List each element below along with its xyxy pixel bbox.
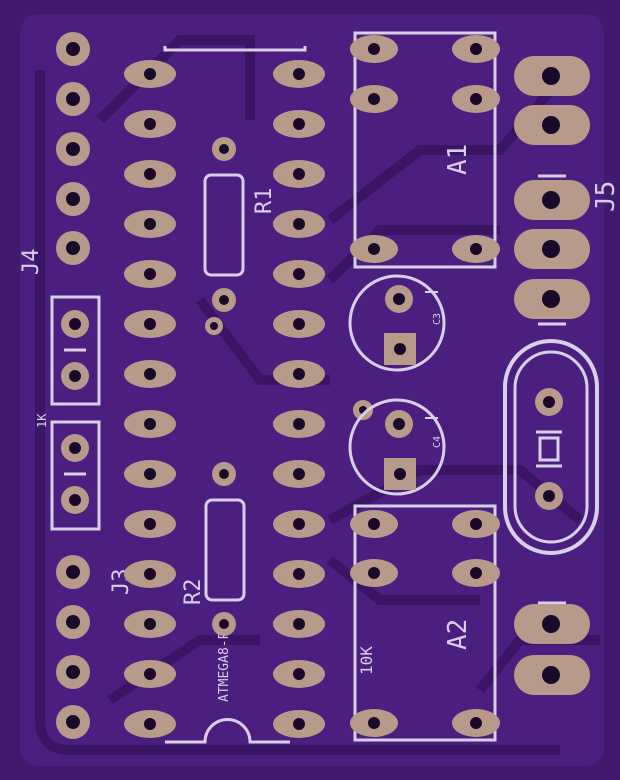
ic-pad-drill — [144, 118, 156, 130]
opamp-a2 — [350, 504, 500, 742]
ic-pad-drill — [293, 518, 305, 530]
pot-1k — [50, 295, 101, 531]
capacitor-c3 — [348, 274, 446, 372]
label-j4: J4 — [19, 249, 44, 276]
ic-pad-drill — [293, 68, 305, 80]
ic-pad-drill — [144, 268, 156, 280]
ic-pad-drill — [144, 418, 156, 430]
label-r1: R1 — [252, 188, 277, 215]
ic-pad-drill — [144, 668, 156, 680]
label-a2: A2 — [443, 619, 473, 650]
label-10k: 10K — [357, 646, 376, 675]
label-1k: 1K — [35, 413, 49, 428]
label-j5: J5 — [591, 181, 620, 212]
power-connector — [514, 601, 590, 695]
ic-pad-drill — [293, 118, 305, 130]
ic-pad-drill — [144, 468, 156, 480]
crystal — [503, 339, 599, 555]
label-c3: C3 — [432, 313, 443, 325]
ic-pad-drill — [144, 68, 156, 80]
label-a1: A1 — [443, 144, 473, 175]
capacitor-c4 — [348, 398, 446, 496]
label-ic: ATMEGA8-P — [217, 631, 232, 702]
ic-pad-drill — [293, 318, 305, 330]
label-c4: C4 — [432, 436, 443, 448]
resistor-r1 — [203, 137, 245, 335]
ic-pad-drill — [293, 568, 305, 580]
ic-pad-drill — [144, 568, 156, 580]
ic-pad-drill — [293, 468, 305, 480]
j4-header — [56, 32, 90, 265]
ic-pad-drill — [144, 318, 156, 330]
j3-header — [56, 555, 90, 739]
ic-pad-drill — [293, 268, 305, 280]
ic-pad-drill — [293, 668, 305, 680]
ic-pad-drill — [144, 618, 156, 630]
ic-pad-drill — [144, 368, 156, 380]
ic-pad-drill — [293, 618, 305, 630]
ic-pad-drill — [293, 218, 305, 230]
ic-pad-drill — [144, 218, 156, 230]
ic-pad-drill — [144, 718, 156, 730]
j5-connector — [514, 56, 590, 326]
resistor-r2 — [204, 462, 246, 636]
label-r2: R2 — [181, 579, 206, 606]
ic-pad-drill — [293, 168, 305, 180]
ic-pads-left — [124, 60, 176, 738]
ic-pads-right — [273, 60, 325, 738]
opamp-a1 — [350, 31, 500, 269]
ic-pad-drill — [144, 168, 156, 180]
ic-pad-drill — [293, 718, 305, 730]
ic-pad-drill — [293, 418, 305, 430]
ic-pad-drill — [293, 368, 305, 380]
ic-pad-drill — [144, 518, 156, 530]
ic-atmega-outline — [163, 46, 307, 744]
